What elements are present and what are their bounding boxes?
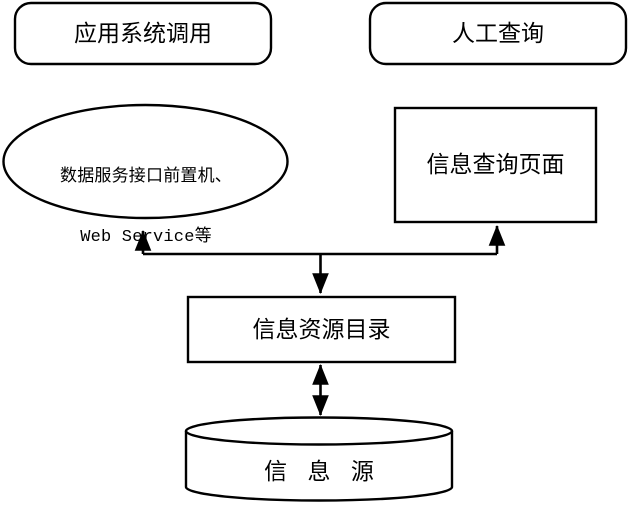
node-label-app-call: 应用系统调用 bbox=[74, 19, 212, 46]
node-label-data-service-line2: Web Service等 bbox=[80, 228, 212, 248]
node-info-query-page[interactable] bbox=[393, 106, 598, 224]
node-manual-query[interactable] bbox=[368, 1, 628, 66]
node-info-resource-catalog[interactable] bbox=[186, 295, 457, 364]
node-label-manual-query: 人工查询 bbox=[452, 19, 544, 46]
node-info-source-body[interactable] bbox=[184, 431, 454, 502]
node-label-info-source: 信 息 源 bbox=[264, 457, 381, 484]
node-app-call[interactable] bbox=[13, 1, 273, 66]
node-info-source-top[interactable] bbox=[184, 416, 454, 446]
node-label-data-service: 数据服务接口前置机、 Web Service等 bbox=[8, 128, 284, 288]
node-label-info-query-page: 信息查询页面 bbox=[426, 151, 565, 178]
node-data-service[interactable] bbox=[2, 103, 289, 220]
node-label-data-service-line1: 数据服务接口前置机、 bbox=[60, 168, 232, 188]
node-label-info-resource-catalog: 信息资源目录 bbox=[252, 315, 391, 342]
